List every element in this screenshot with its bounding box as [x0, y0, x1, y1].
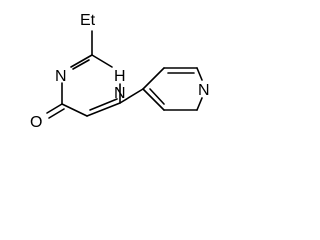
bond-c2-n3-double [72, 59, 90, 70]
bond-py-n-c6 [196, 97, 203, 111]
bond-py-c5-c4 [142, 88, 165, 111]
bond-c2-n1 [91, 54, 113, 68]
pyridine-ring [142, 67, 203, 111]
bond-py-c2-n [196, 67, 203, 81]
bond-c4-oxygen-double [48, 108, 65, 119]
label-n1: N [114, 85, 126, 102]
bond-py-c4-c3 [142, 67, 165, 90]
chemical-structure-diagram: Et N H N O N [30, 12, 210, 131]
bond-c5-c6-double [89, 98, 118, 111]
label-ethyl: Et [80, 12, 96, 29]
label-pyridine-n: N [198, 82, 210, 99]
bond-py-c5-c4-double [149, 88, 165, 105]
bond-c4-oxygen [46, 103, 63, 114]
label-n3: N [55, 68, 67, 85]
bond-c2-n3 [70, 54, 93, 68]
bond-c5-c6 [86, 102, 121, 117]
pyrimidinone-ring [46, 30, 144, 119]
atom-labels: Et N H N O N [30, 12, 210, 131]
label-n1-hydrogen: H [114, 68, 126, 85]
bond-c6-pyridine [119, 88, 144, 104]
bond-c4-c5 [61, 103, 88, 117]
label-oxygen: O [30, 114, 42, 131]
